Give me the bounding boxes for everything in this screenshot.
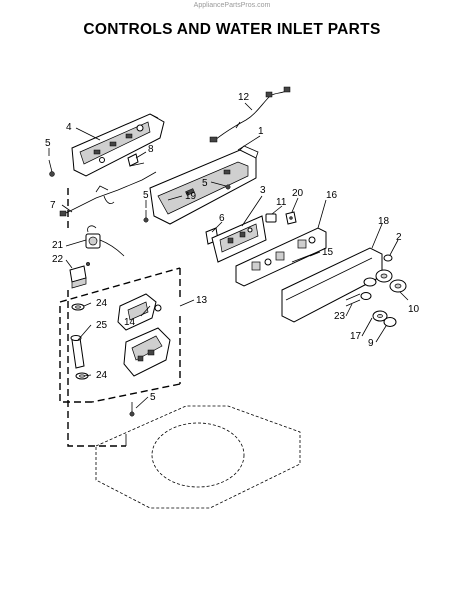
group-left-boundary: [67, 188, 126, 447]
part-15-connector-wire[interactable]: [291, 251, 319, 263]
part-9-knob-small[interactable]: [383, 317, 397, 327]
part-20-clip[interactable]: [285, 211, 297, 225]
part-11-switch[interactable]: [265, 213, 277, 223]
callout-13: 13: [196, 295, 208, 306]
callout-15: 15: [322, 247, 334, 258]
callout-12: 12: [238, 92, 250, 103]
part-5-screw-base[interactable]: [129, 402, 135, 417]
part-25-inlet-hose[interactable]: [70, 335, 85, 369]
part-24-washer-top[interactable]: [71, 303, 85, 311]
callout-17: 17: [350, 331, 362, 342]
callout-2: 2: [396, 232, 402, 243]
callout-5-mid: 5: [143, 190, 149, 201]
part-12-wire-harness[interactable]: [209, 86, 291, 143]
callout-19: 19: [185, 191, 197, 202]
callout-5-base: 5: [150, 392, 156, 403]
part-23-knob-shaft[interactable]: [345, 292, 372, 307]
watermark: AppliancePartsPros.com: [193, 2, 271, 9]
callout-6: 6: [219, 213, 225, 224]
group-13-boundary: [59, 267, 181, 403]
callout-3: 3: [260, 185, 266, 196]
callout-18: 18: [378, 216, 390, 227]
callout-14: 14: [124, 317, 136, 328]
callout-23: 23: [334, 311, 346, 322]
diagram-title: CONTROLS AND WATER INLET PARTS: [83, 21, 381, 38]
leader-lines: [48, 102, 409, 409]
callout-24-top: 24: [96, 298, 108, 309]
callout-5-console: 5: [202, 178, 208, 189]
callout-11: 11: [276, 197, 287, 208]
callout-1: 1: [258, 126, 264, 137]
part-8-clip[interactable]: [127, 153, 139, 167]
callout-24-bottom: 24: [96, 370, 108, 381]
callout-7: 7: [50, 200, 56, 211]
part-4-console-back[interactable]: [71, 113, 165, 177]
callout-25: 25: [96, 320, 108, 331]
part-17-knob[interactable]: [372, 310, 388, 322]
callout-4: 4: [66, 122, 72, 133]
part-21-inlet-valve[interactable]: [85, 225, 125, 257]
part-1-control-console[interactable]: [149, 145, 259, 225]
part-10-knob[interactable]: [363, 269, 407, 293]
part-24-washer-bottom[interactable]: [75, 372, 89, 380]
part-22-connector[interactable]: [69, 261, 91, 289]
callout-5-left: 5: [45, 138, 51, 149]
callout-10: 10: [408, 304, 420, 315]
callout-9: 9: [368, 338, 374, 349]
callout-21: 21: [52, 240, 64, 251]
callout-16: 16: [326, 190, 338, 201]
part-5-screw-left[interactable]: [48, 159, 55, 177]
callout-8: 8: [148, 144, 154, 155]
part-2-knob-clip[interactable]: [383, 254, 393, 262]
part-5-screw-console[interactable]: [225, 184, 231, 190]
cabinet-top-frame: [95, 405, 301, 509]
callout-20: 20: [292, 188, 304, 199]
part-5-screw-mid[interactable]: [143, 210, 149, 223]
part-7-wire[interactable]: [59, 171, 157, 217]
callout-22: 22: [52, 254, 64, 265]
part-14-valve-body[interactable]: [117, 293, 171, 377]
part-3-control-board[interactable]: [211, 215, 267, 263]
